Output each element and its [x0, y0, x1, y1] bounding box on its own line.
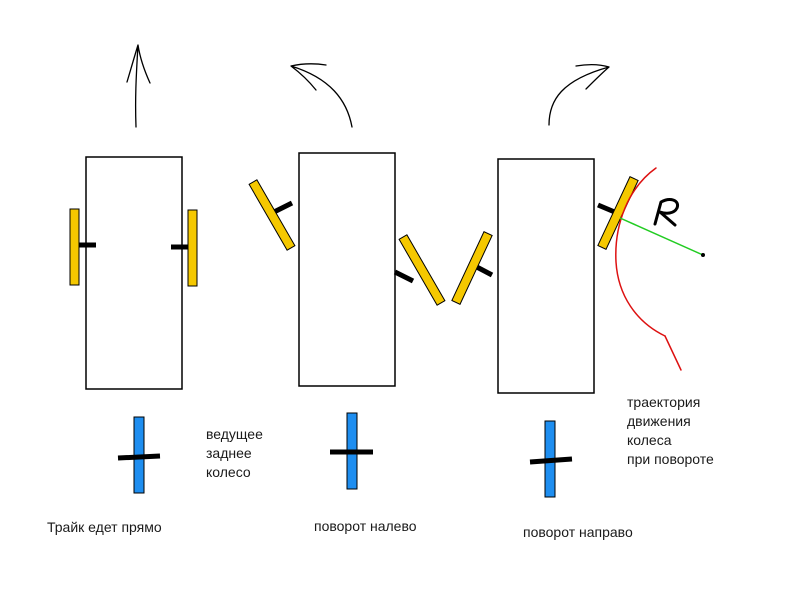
right-axle-right-wheel-left	[393, 269, 415, 284]
trajectory-tail	[664, 335, 682, 371]
wheel-trajectory-arc	[615, 167, 666, 337]
caption-right-turn: поворот направо	[523, 524, 633, 540]
rear-wheel-label: ведущее заднее колесо	[206, 425, 263, 482]
left-front-wheel-straight	[69, 208, 80, 286]
arrow-straight	[126, 44, 151, 128]
panel-left	[248, 63, 446, 490]
arrow-right-turn	[548, 63, 610, 126]
panel-right	[451, 63, 705, 498]
right-front-wheel-right	[597, 175, 639, 251]
left-front-wheel-right	[451, 230, 493, 306]
turn-center-point	[701, 253, 705, 257]
left-axle-left	[272, 200, 294, 215]
trajectory-label-line: при повороте	[627, 451, 714, 467]
left-front-wheel-left	[248, 179, 296, 251]
trajectory-label: траектория движения колеса при повороте	[627, 393, 714, 469]
caption-straight: Трайк едет прямо	[47, 519, 162, 535]
right-front-wheel-straight	[187, 209, 198, 287]
rear-wheel-label-line: колесо	[206, 464, 251, 480]
turn-radius-line	[619, 217, 704, 256]
arrow-left-turn	[290, 63, 353, 128]
radius-letter-r	[653, 198, 680, 227]
rear-axle-straight	[117, 453, 161, 461]
trajectory-label-line: траектория	[627, 394, 701, 410]
right-front-wheel-left	[398, 234, 446, 306]
caption-left-turn: поворот налево	[314, 518, 417, 534]
trajectory-label-line: движения	[627, 413, 691, 429]
trajectory-label-line: колеса	[627, 432, 672, 448]
trike-body-straight	[85, 156, 183, 390]
trike-body-right	[497, 158, 595, 394]
trike-body-left	[298, 152, 396, 387]
rear-axle-right	[529, 456, 573, 465]
rear-wheel-label-line: заднее	[206, 445, 252, 461]
rear-wheel-label-line: ведущее	[206, 426, 263, 442]
panel-straight	[69, 44, 198, 494]
